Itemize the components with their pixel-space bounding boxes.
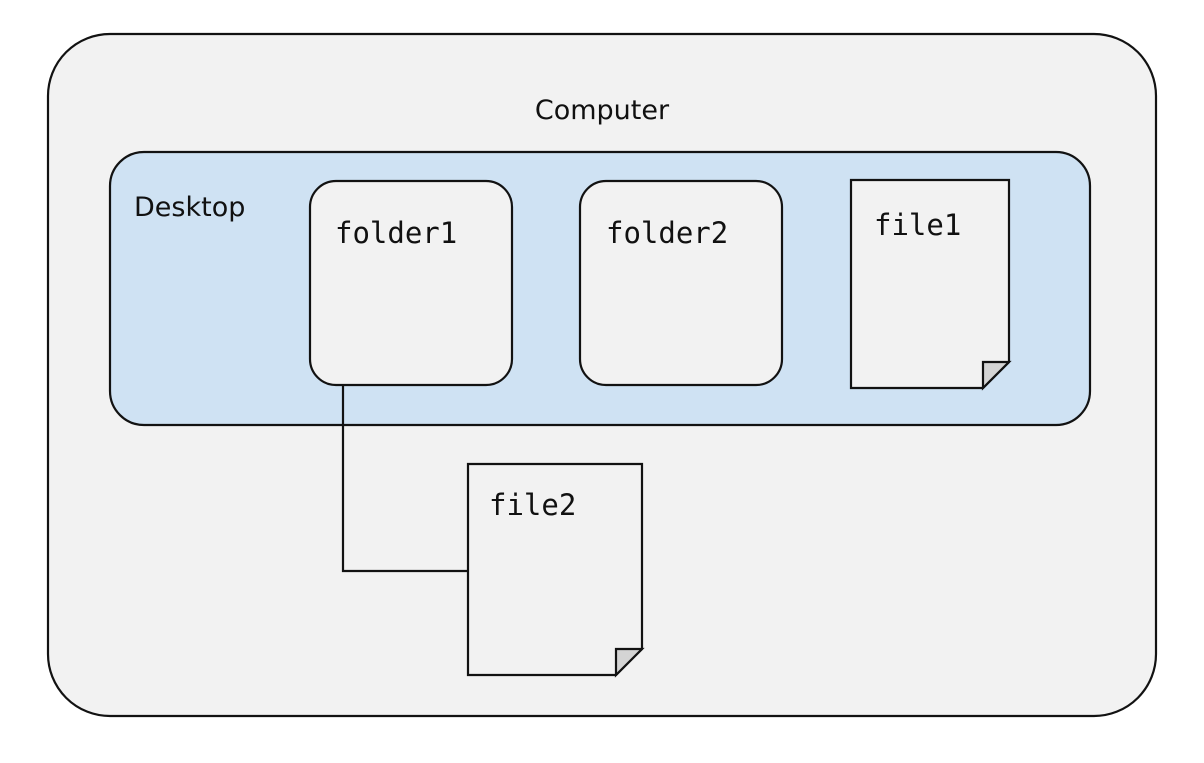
node-file1-fold-icon bbox=[981, 360, 1012, 391]
node-file1-label: file1 bbox=[874, 208, 961, 242]
node-folder1-label: folder1 bbox=[335, 216, 457, 250]
edge-folder1-to-file2[interactable] bbox=[341, 345, 468, 573]
node-file2-label: file2 bbox=[489, 488, 576, 522]
node-file1[interactable] bbox=[849, 178, 1012, 391]
node-folder2[interactable] bbox=[578, 179, 784, 387]
node-folder1[interactable] bbox=[308, 179, 514, 387]
node-file2-fold-icon bbox=[614, 647, 645, 678]
node-file2[interactable] bbox=[466, 462, 645, 678]
container-computer-label: Computer bbox=[535, 95, 670, 126]
container-desktop-label: Desktop bbox=[134, 192, 245, 223]
node-folder2-label: folder2 bbox=[606, 216, 728, 250]
